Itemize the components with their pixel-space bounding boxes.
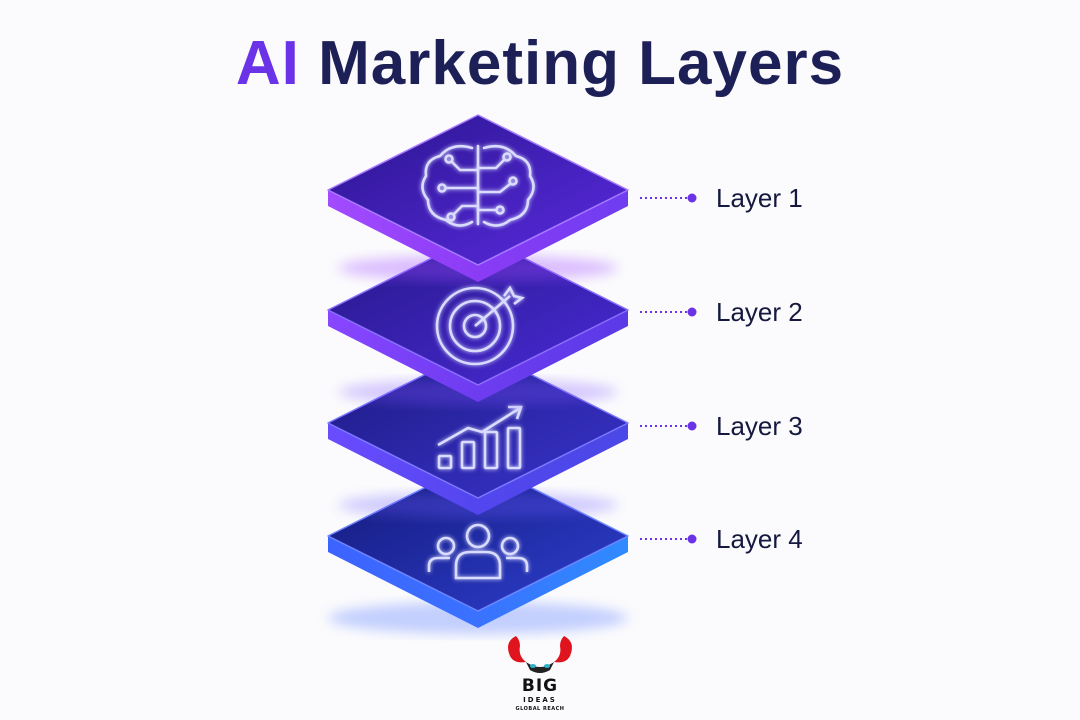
connector-layer-2: [640, 307, 697, 317]
connector-layer-3: [640, 421, 697, 431]
brand-logo: BIG IDEAS GLOBAL REACH: [496, 632, 584, 718]
logo-big: BIG: [521, 676, 559, 696]
logo-ideas: IDEAS: [523, 696, 557, 704]
team-people-icon: [427, 523, 529, 580]
title-accent: AI: [235, 29, 300, 98]
layer-2-label: Layer 2: [716, 297, 803, 327]
page-title: AI Marketing Layers: [0, 28, 1080, 100]
layer-4-label: Layer 4: [716, 524, 803, 554]
title-main: Marketing Layers: [318, 29, 845, 98]
layer-3-label: Layer 3: [716, 411, 803, 441]
brain-circuit-icon: [421, 144, 535, 227]
logo-tagline: GLOBAL REACH: [515, 706, 565, 712]
growth-chart-icon: [437, 405, 523, 470]
connector-layer-1: [640, 193, 697, 203]
bull-horns-icon: [508, 636, 572, 673]
connector-layer-4: [640, 534, 697, 544]
target-arrow-icon: [435, 285, 525, 366]
layer-1-label: Layer 1: [716, 183, 803, 213]
